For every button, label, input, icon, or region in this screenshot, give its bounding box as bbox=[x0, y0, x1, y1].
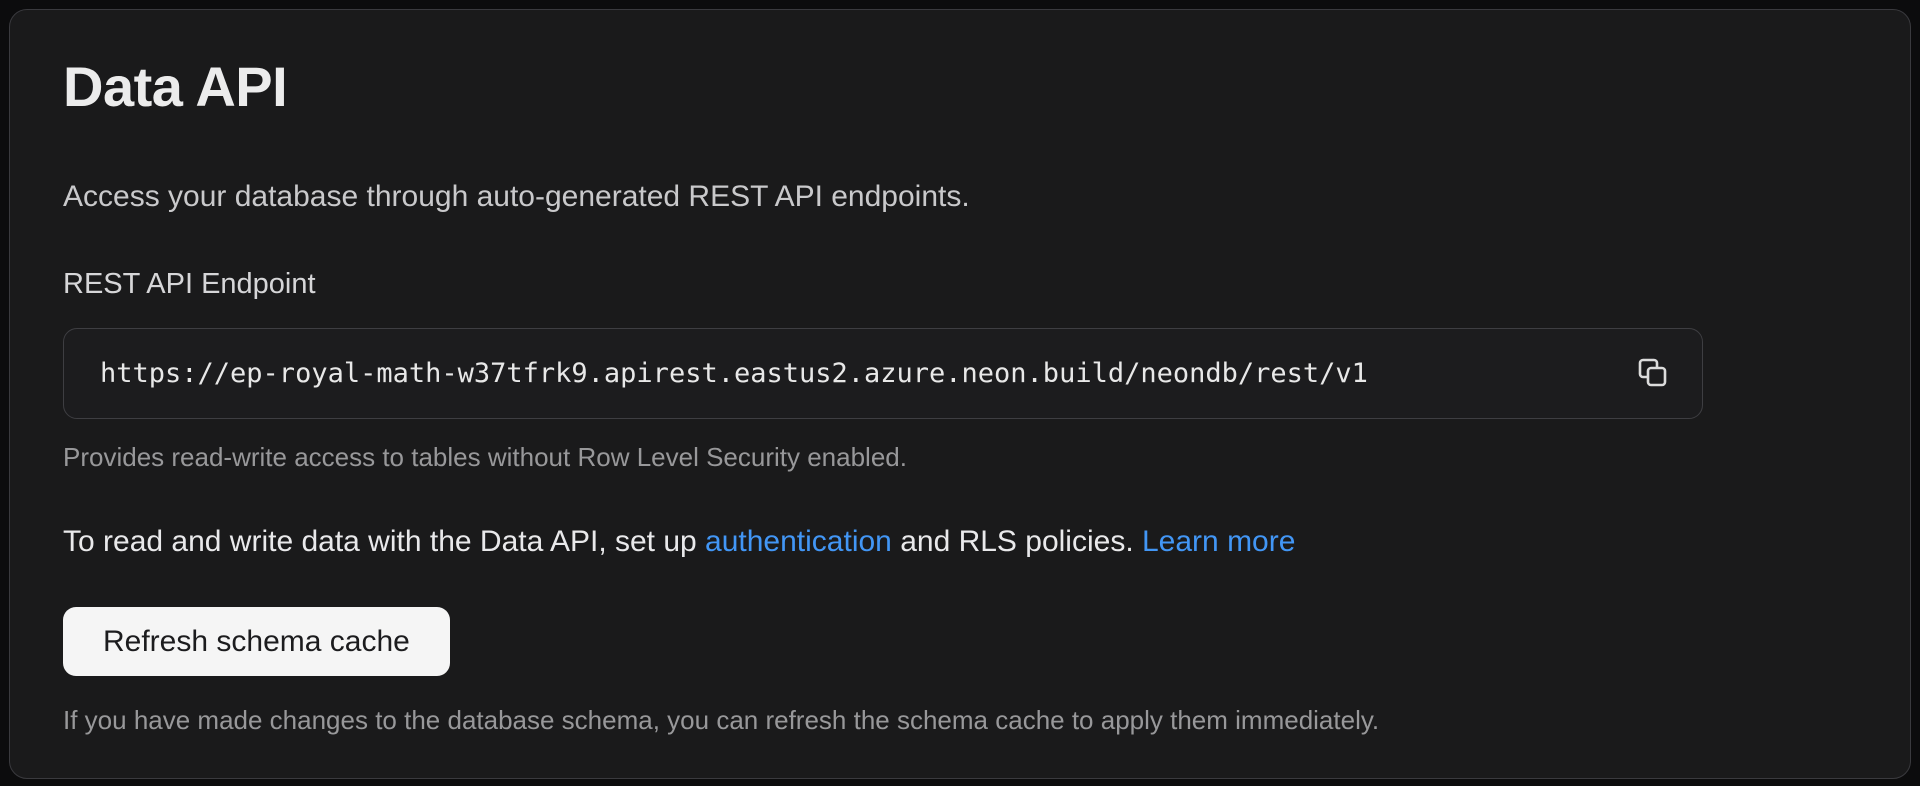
endpoint-helper-text: Provides read-write access to tables wit… bbox=[63, 441, 907, 472]
endpoint-url-field[interactable]: https://ep-royal-math-w37tfrk9.apirest.e… bbox=[63, 327, 1703, 419]
schema-cache-helper-text: If you have made changes to the database… bbox=[63, 704, 1380, 735]
copy-icon bbox=[1636, 356, 1668, 391]
endpoint-label: REST API Endpoint bbox=[63, 267, 316, 300]
auth-note-text-before: To read and write data with the Data API… bbox=[63, 525, 706, 559]
endpoint-url-value[interactable]: https://ep-royal-math-w37tfrk9.apirest.e… bbox=[100, 357, 1368, 389]
page-description: Access your database through auto-genera… bbox=[63, 179, 970, 213]
copy-endpoint-button[interactable] bbox=[1628, 349, 1676, 397]
page-title: Data API bbox=[63, 55, 288, 118]
auth-note-text-middle: and RLS policies. bbox=[891, 525, 1142, 559]
auth-note: To read and write data with the Data API… bbox=[63, 523, 1857, 561]
refresh-schema-cache-button[interactable]: Refresh schema cache bbox=[63, 606, 450, 676]
learn-more-link[interactable]: Learn more bbox=[1142, 525, 1296, 559]
data-api-panel: Data API Access your database through au… bbox=[9, 9, 1911, 779]
authentication-link[interactable]: authentication bbox=[705, 525, 892, 559]
